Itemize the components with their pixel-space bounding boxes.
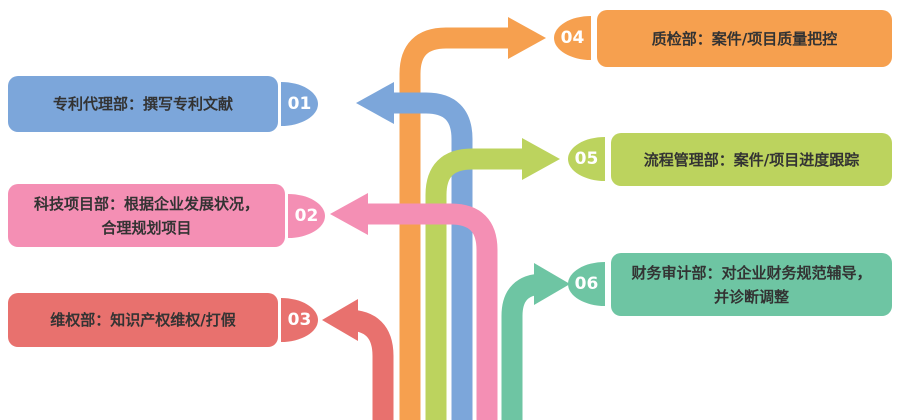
- arrow-to-01: [356, 82, 473, 420]
- arrowhead-02: [330, 193, 368, 235]
- dept-label-01: 专利代理部：撰写专利文献: [52, 95, 233, 113]
- arrow-line-02: [364, 203, 498, 420]
- dept-label-03: 维权部：知识产权维权/打假: [50, 311, 236, 329]
- arrow-to-04: [399, 17, 546, 420]
- dept-box-06: 财务审计部：对企业财务规范辅导， 并诊断调整: [611, 253, 892, 316]
- arrow-to-03: [322, 299, 394, 420]
- arrow-to-05: [425, 138, 560, 420]
- dept-label-05: 流程管理部：案件/项目进度跟踪: [643, 150, 860, 169]
- arrow-line-04: [399, 27, 512, 420]
- arrow-to-06: [501, 263, 570, 420]
- arrow-to-02: [330, 193, 498, 420]
- dept-box-03: 维权部：知识产权维权/打假: [8, 293, 278, 347]
- arrowhead-04: [508, 17, 546, 59]
- dept-box-05: 流程管理部：案件/项目进度跟踪: [611, 133, 892, 186]
- dept-label-06-line1: 财务审计部：对企业财务规范辅导，: [631, 263, 872, 282]
- dept-label-02-line1: 科技项目部：根据企业发展状况，: [33, 194, 259, 213]
- arrowhead-06: [534, 263, 570, 305]
- arrow-line-06: [501, 273, 545, 420]
- dept-label-04: 质检部：案件/项目质量把控: [651, 29, 838, 48]
- arrow-line-01: [390, 92, 473, 420]
- dept-box-02: 科技项目部：根据企业发展状况， 合理规划项目: [8, 184, 285, 247]
- dept-label-02-line2: 合理规划项目: [101, 218, 192, 237]
- arrowhead-01: [356, 82, 394, 124]
- arrowhead-03: [322, 299, 358, 341]
- arrow-line-05: [425, 148, 526, 420]
- dept-box-01: 专利代理部：撰写专利文献: [8, 76, 278, 132]
- arrowhead-05: [522, 138, 560, 180]
- dept-number-badge-06: 06: [568, 262, 605, 306]
- dept-label-06-line2: 并诊断调整: [713, 287, 789, 306]
- dept-box-04: 质检部：案件/项目质量把控: [597, 10, 892, 67]
